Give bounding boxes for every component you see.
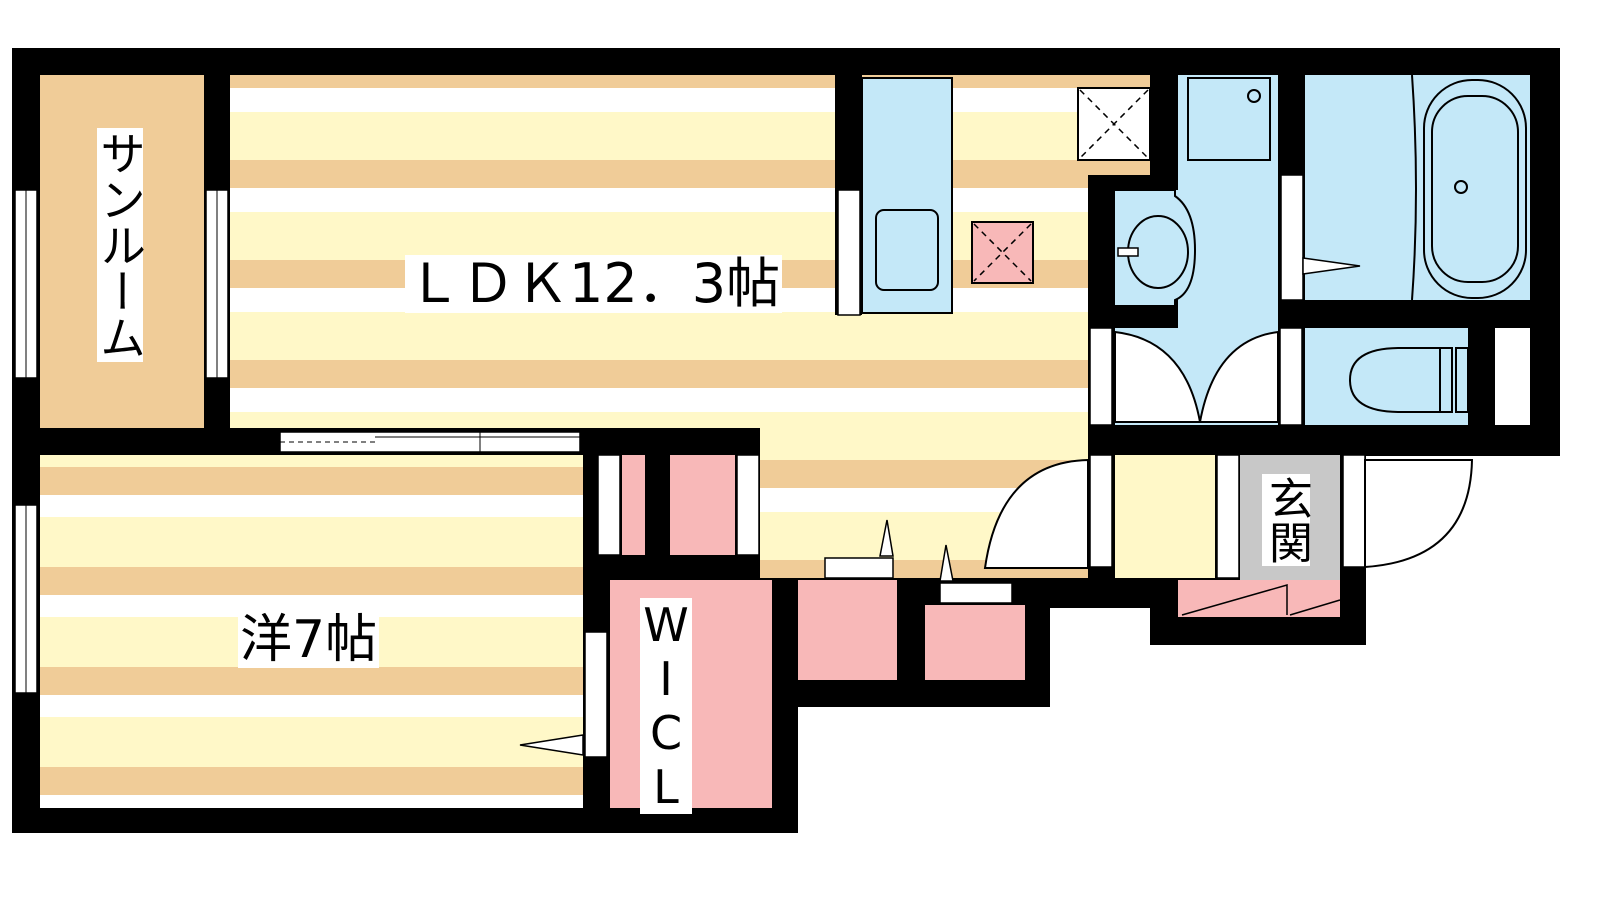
hall-door[interactable] (983, 458, 1089, 569)
ldk-inner-wall (583, 428, 760, 455)
closet-1 (622, 455, 645, 555)
hall-floor (1115, 455, 1215, 578)
western-room-label: 洋7帖 (238, 610, 380, 670)
storage-door-3[interactable] (824, 557, 894, 579)
kitchen-window (837, 189, 861, 316)
door-swing-western[interactable] (519, 734, 584, 756)
kitchen-sink-icon (875, 209, 939, 291)
washroom-double-door[interactable] (1114, 330, 1279, 423)
sunroom-label: サンルーム (93, 128, 147, 362)
toilet-window (1495, 328, 1530, 425)
bathroom-door-swing (1302, 257, 1361, 275)
bathroom-step-line (1411, 74, 1417, 301)
windows (14, 189, 229, 694)
storage-4 (925, 605, 1025, 680)
sliding-door[interactable] (279, 431, 581, 453)
washroom-door-frame-l (1089, 327, 1113, 426)
front-door[interactable] (1364, 459, 1474, 569)
washroom-door-frame-r (1279, 327, 1303, 426)
refrigerator-space-icon (1077, 87, 1151, 161)
washing-machine-pan-icon (1187, 77, 1271, 161)
hall-door-frame (1089, 454, 1113, 568)
ldk-label: ＬＤＫ12．3帖 (405, 252, 783, 315)
front-door-frame (1342, 454, 1366, 568)
washbasin-icon (1115, 189, 1197, 307)
shoe-cabinet (1178, 580, 1341, 617)
entrance-step (1216, 454, 1240, 579)
closet-door-2[interactable] (736, 454, 760, 556)
wic-label: WICL (639, 598, 693, 814)
closet-2 (670, 455, 735, 555)
closet-door-1[interactable] (597, 454, 621, 556)
western-door-frame (584, 631, 608, 758)
bathtub-icon (1423, 79, 1527, 299)
entrance-label: 玄関 (1261, 474, 1312, 566)
storage-door-4[interactable] (939, 582, 1013, 604)
door-swing-4 (939, 544, 954, 582)
door-swing-3 (879, 519, 894, 557)
washer-space-icon (971, 221, 1034, 284)
storage-3 (798, 580, 897, 680)
bathroom-floor (1305, 75, 1530, 300)
toilet-icon (1348, 347, 1469, 413)
bathroom-door[interactable] (1280, 174, 1304, 301)
